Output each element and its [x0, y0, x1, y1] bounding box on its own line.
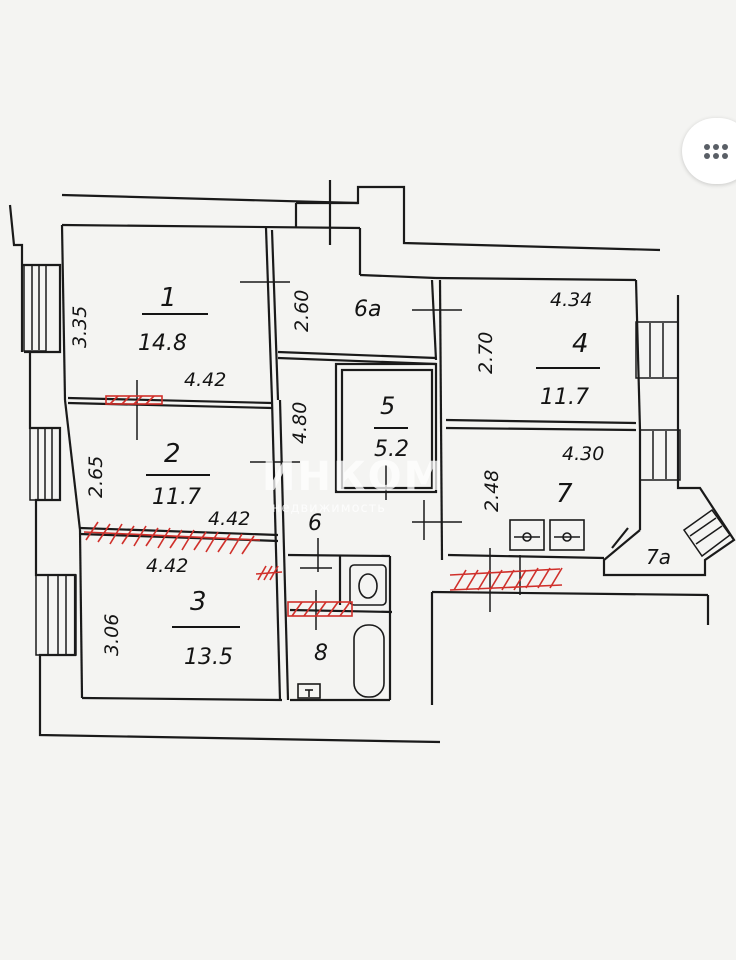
- hatch-wall-2-3: [83, 521, 261, 555]
- room-2-dim-width: 2.65: [85, 456, 107, 498]
- room-5-number: 5: [380, 392, 395, 420]
- dim-2-60: 2.60: [291, 290, 313, 332]
- room-3-dim-length: 4.42: [146, 555, 188, 577]
- room-5-area: 5.2: [374, 437, 409, 462]
- demolition-hatching: [83, 395, 563, 617]
- watermark-logo-text: ИНКОМ: [262, 454, 445, 500]
- walls: [8, 180, 736, 744]
- room-3-dim-width: 3.06: [101, 614, 123, 656]
- watermark: ИНКОМ недвижимость: [262, 454, 445, 516]
- room-4-dim-length: 4.34: [550, 289, 592, 311]
- room-1-dim-length: 4.42: [184, 369, 226, 391]
- room-7-number: 7: [556, 479, 573, 509]
- room-4-area: 11.7: [540, 385, 589, 410]
- room-3-number: 3: [190, 587, 207, 617]
- hatch-bathroom-wall: [287, 601, 353, 617]
- dim-4-80: 4.80: [289, 402, 311, 444]
- room-3-area: 13.5: [184, 645, 233, 670]
- room-4-label: 4.34 2.70 4 11.7: [475, 289, 600, 410]
- more-options-button[interactable]: [682, 118, 736, 184]
- room-4-number: 4: [572, 329, 589, 359]
- room-2-dim-length: 4.42: [208, 508, 250, 530]
- hatch-kitchen-wall: [449, 567, 563, 591]
- room-8-number: 8: [314, 641, 328, 666]
- room-1-label: 1 14.8 3.35 4.42: [69, 283, 226, 391]
- room-1-dim-width: 3.35: [69, 306, 91, 348]
- more-dots-icon: [704, 143, 728, 159]
- room-6a-label: 2.60 6а: [291, 290, 381, 332]
- room-4-dim-width: 2.70: [475, 332, 497, 374]
- room-7a-label: 7а: [646, 545, 671, 569]
- hatch-corridor-small: [255, 565, 283, 581]
- room-5-label: 5 5.2: [374, 392, 409, 462]
- room-3-label: 4.42 3 13.5 3.06: [101, 555, 240, 670]
- room-1-number: 1: [160, 283, 177, 313]
- watermark-subtitle: недвижимость: [272, 501, 386, 516]
- room-1-area: 14.8: [138, 331, 187, 356]
- room-6-number: 6: [308, 511, 322, 536]
- room-2-area: 11.7: [152, 485, 201, 510]
- room-7-dim-length: 4.30: [562, 443, 604, 465]
- room-8-label: 8: [314, 641, 328, 666]
- room-6a-number: 6а: [354, 297, 381, 322]
- room-7-dim-width: 2.48: [481, 470, 503, 512]
- room-2-label: 2 11.7 2.65 4.42: [85, 439, 250, 530]
- room-corridor-label: 4.80 6: [289, 402, 322, 536]
- room-2-number: 2: [164, 439, 181, 469]
- room-7-label: 4.30 2.48 7: [481, 443, 604, 512]
- room-7a-number: 7а: [646, 545, 671, 569]
- room-labels: 1 14.8 3.35 4.42 2 11.7 2.65 4.42 4.42 3…: [69, 283, 671, 670]
